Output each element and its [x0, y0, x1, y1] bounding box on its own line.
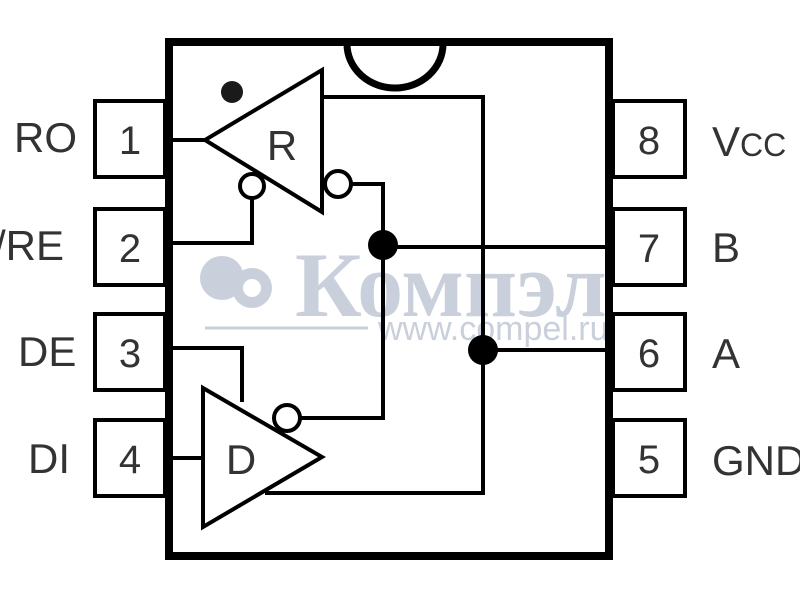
watermark-brand: Компэл — [295, 234, 607, 336]
pin-label-gnd: GND — [712, 437, 800, 484]
pin-number-3: 3 — [119, 332, 141, 376]
pin-box-5 — [611, 418, 687, 498]
watermark: Компэл www.compel.ru — [200, 234, 609, 348]
wire-re — [165, 198, 254, 245]
pin-label-di: DI — [28, 435, 70, 482]
pin-label-de: DE — [18, 328, 76, 375]
receiver-inverting-bubble — [323, 169, 353, 199]
pin-label-re: /RE — [0, 222, 64, 269]
pin-label-a: A — [712, 330, 740, 377]
pin-box-4 — [93, 418, 167, 498]
pin-number-7: 7 — [638, 227, 660, 271]
receiver-enable-bubble — [238, 172, 266, 200]
pin-box-1 — [93, 99, 167, 179]
wire-b-bus — [300, 182, 385, 420]
receiver-triangle — [201, 66, 324, 216]
pin-box-3 — [93, 312, 167, 392]
wire-a-bus — [265, 95, 485, 495]
wiring — [165, 95, 613, 495]
pin-label-vcc-main: V — [712, 118, 740, 165]
pin-number-4: 4 — [119, 438, 141, 482]
pin-box-8 — [611, 99, 687, 179]
pin-number-6: 6 — [638, 332, 660, 376]
pin-number-8: 8 — [638, 119, 660, 163]
package-body — [165, 38, 613, 560]
junction-b — [368, 230, 398, 260]
driver-inverting-bubble — [272, 403, 302, 433]
pin1-indicator-dot — [221, 81, 243, 103]
pin-label-vcc-sub: CC — [740, 127, 786, 163]
receiver-label: R — [267, 122, 297, 169]
package-notch — [343, 43, 447, 92]
wire-de — [165, 346, 244, 402]
pin-box-2 — [93, 207, 167, 287]
driver-label: D — [226, 436, 256, 483]
pin-number-1: 1 — [119, 119, 141, 163]
pin-number-2: 2 — [119, 227, 141, 271]
pin-label-ro: RO — [14, 114, 77, 161]
watermark-logo-icon — [200, 256, 272, 308]
junction-a — [468, 335, 498, 365]
pin-label-b: B — [712, 224, 740, 271]
pin-label-vcc: VCC — [712, 118, 786, 165]
driver-triangle — [201, 384, 326, 531]
pin-number-5: 5 — [638, 438, 660, 482]
